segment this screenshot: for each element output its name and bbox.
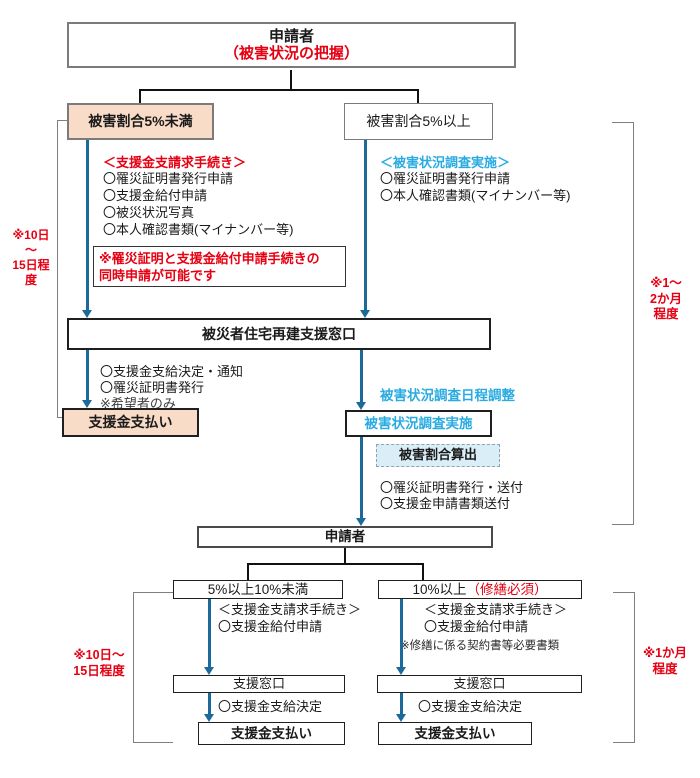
decision-note: ※希望者のみ (100, 396, 176, 411)
bracket-right-top (612, 122, 634, 525)
left-procedure-list: 〇罹災証明書発行申請 〇支援金給付申請 〇被災状況写真 〇本人確認書類(マイナン… (103, 170, 293, 238)
payment-box-left: 支援金支払い (62, 408, 199, 437)
applicant-bottom-box: 申請者 (197, 526, 493, 548)
category-5to10-label: 5%以上10%未満 (207, 581, 309, 597)
arrow-survey-to-applicant (360, 437, 363, 518)
support-window-box: 被災者住宅再建支援窓口 (67, 318, 491, 350)
duration-line: 程度 (652, 661, 678, 676)
branch-over5-label: 被害割合5%以上 (366, 113, 471, 130)
connector-bottom-right-drop (422, 563, 424, 580)
decision-list: 〇支援金支給決定・通知 〇罹災証明書発行 ※希望者のみ (100, 364, 243, 412)
left-procedure-header: ＜支援金支請求手続き＞ (103, 155, 247, 170)
connector-bottom-left-drop (247, 563, 249, 580)
left-procedure-item: 〇被災状況写真 (103, 205, 195, 220)
bottom-left-header: ＜支援金支請求手続き＞ (218, 602, 362, 617)
bottom-left-list: ＜支援金支請求手続き＞ 〇支援金給付申請 (218, 601, 361, 635)
schedule-label: 被害状況調査日程調整 (380, 388, 515, 403)
category-5to10-box: 5%以上10%未満 (173, 580, 343, 599)
bracket-left-bottom (133, 592, 173, 743)
bottom-right-item: 〇支援金給付申請 (424, 619, 529, 634)
duration-line: 15日程度 (73, 663, 125, 678)
decision-item: 〇支援金支給決定・通知 (100, 364, 244, 379)
branch-over5-box: 被害割合5%以上 (344, 103, 493, 140)
counter-right-label: 支援窓口 (453, 675, 506, 691)
support-window-label: 被災者住宅再建支援窓口 (202, 325, 356, 342)
bottom-right-list: ＜支援金支請求手続き＞ 〇支援金給付申請 (424, 601, 567, 635)
duration-right-bottom: ※1か月 程度 (638, 646, 692, 677)
bracket-right-bottom (613, 592, 635, 743)
duration-line: ～ (24, 243, 37, 257)
connector-top-left-drop (139, 89, 141, 104)
connector-top-bar (139, 89, 419, 91)
arrow-left-window-to-payment (208, 693, 211, 714)
decision-item: 〇罹災証明書発行 (100, 380, 205, 395)
survey-box: 被害状況調査実施 (345, 410, 492, 437)
bracket-left-top (57, 120, 67, 418)
duration-left-bottom: ※10日～ 15日程度 (68, 648, 130, 679)
right-procedure-item: 〇罹災証明書発行申請 (380, 171, 511, 186)
applicant-bottom-label: 申請者 (324, 529, 366, 545)
post-calc-item: 〇罹災証明書発行・送付 (380, 480, 524, 495)
right-procedure-item: 〇本人確認書類(マイナンバー等) (380, 188, 571, 203)
left-procedure-item: 〇罹災証明書発行申請 (103, 171, 234, 186)
duration-line: ※1～ (650, 276, 682, 290)
payment-bottom-right-label: 支援金支払い (414, 725, 496, 741)
category-over10-box: 10%以上（修繕必須） (378, 580, 582, 599)
arrow-right-to-window (364, 140, 367, 310)
payment-box-bottom-left: 支援金支払い (198, 722, 345, 745)
right-procedure-list: 〇罹災証明書発行申請 〇本人確認書類(マイナンバー等) (380, 170, 570, 204)
duration-line: ※10日 (12, 228, 50, 242)
duration-line: 15日程 (12, 258, 50, 272)
duration-line: 2か月 (650, 291, 682, 306)
duration-line: 程度 (653, 307, 679, 322)
connector-top-right-drop (417, 89, 419, 104)
category-over10-red-label: （修繕必須） (466, 581, 548, 597)
counter-right-box: 支援窓口 (377, 675, 582, 693)
applicant-top-label: 申請者 (268, 27, 314, 45)
left-procedure-item: 〇本人確認書類(マイナンバー等) (103, 222, 294, 237)
category-over10-label: 10%以上 (412, 581, 467, 597)
arrow-right-category-to-window (400, 599, 403, 667)
counter-left-label: 支援窓口 (232, 675, 285, 691)
left-procedure-item: 〇支援金給付申請 (103, 188, 208, 203)
applicant-top-box: 申請者 （被害状況の把握） (67, 22, 516, 68)
applicant-top-sub: （被害状況の把握） (223, 45, 359, 62)
simultaneous-note-line2: 同時申請が可能です (99, 267, 217, 283)
simultaneous-note-box: ※罹災証明と支援金給付申請手続きの 同時申請が可能です (93, 246, 346, 287)
duration-left-top: ※10日 ～ 15日程 度 (8, 228, 54, 288)
simultaneous-note-line1: ※罹災証明と支援金給付申請手続きの (99, 250, 320, 266)
arrow-left-category-to-window (208, 599, 211, 667)
calc-label: 被害割合算出 (398, 447, 477, 463)
payment-label: 支援金支払い (88, 414, 173, 431)
duration-line: ※1か月 (642, 646, 688, 660)
grant-decision-right: 〇支援金支給決定 (418, 699, 523, 714)
grant-decision-left: 〇支援金支給決定 (218, 699, 323, 714)
bottom-right-header: ＜支援金支請求手続き＞ (424, 602, 568, 617)
duration-line: ※10日～ (73, 648, 125, 662)
payment-box-bottom-right: 支援金支払い (378, 722, 532, 745)
arrow-right-window-to-payment (400, 693, 403, 714)
duration-line: 度 (24, 273, 37, 287)
connector-top-stem (290, 70, 292, 89)
arrow-window-to-survey (360, 350, 363, 402)
calc-box: 被害割合算出 (376, 444, 500, 467)
post-calc-list: 〇罹災証明書発行・送付 〇支援金申請書類送付 (380, 480, 523, 512)
right-procedure-header: ＜被害状況調査実施＞ (380, 155, 511, 170)
arrow-window-to-payment (86, 350, 89, 400)
payment-bottom-left-label: 支援金支払い (231, 725, 312, 741)
counter-left-box: 支援窓口 (173, 675, 345, 693)
survey-label: 被害状況調査実施 (364, 415, 473, 431)
post-calc-item: 〇支援金申請書類送付 (380, 496, 511, 511)
arrow-left-to-window (86, 140, 89, 310)
branch-under5-label: 被害割合5%未満 (88, 113, 193, 130)
duration-right-top: ※1～ 2か月 程度 (640, 276, 692, 323)
bottom-left-item: 〇支援金給付申請 (218, 619, 323, 634)
branch-under5-box: 被害割合5%未満 (67, 103, 214, 140)
connector-bottom-stem (344, 548, 346, 563)
repair-docs-note: ※修繕に係る契約書等必要書類 (400, 640, 560, 652)
connector-bottom-bar (247, 563, 424, 565)
